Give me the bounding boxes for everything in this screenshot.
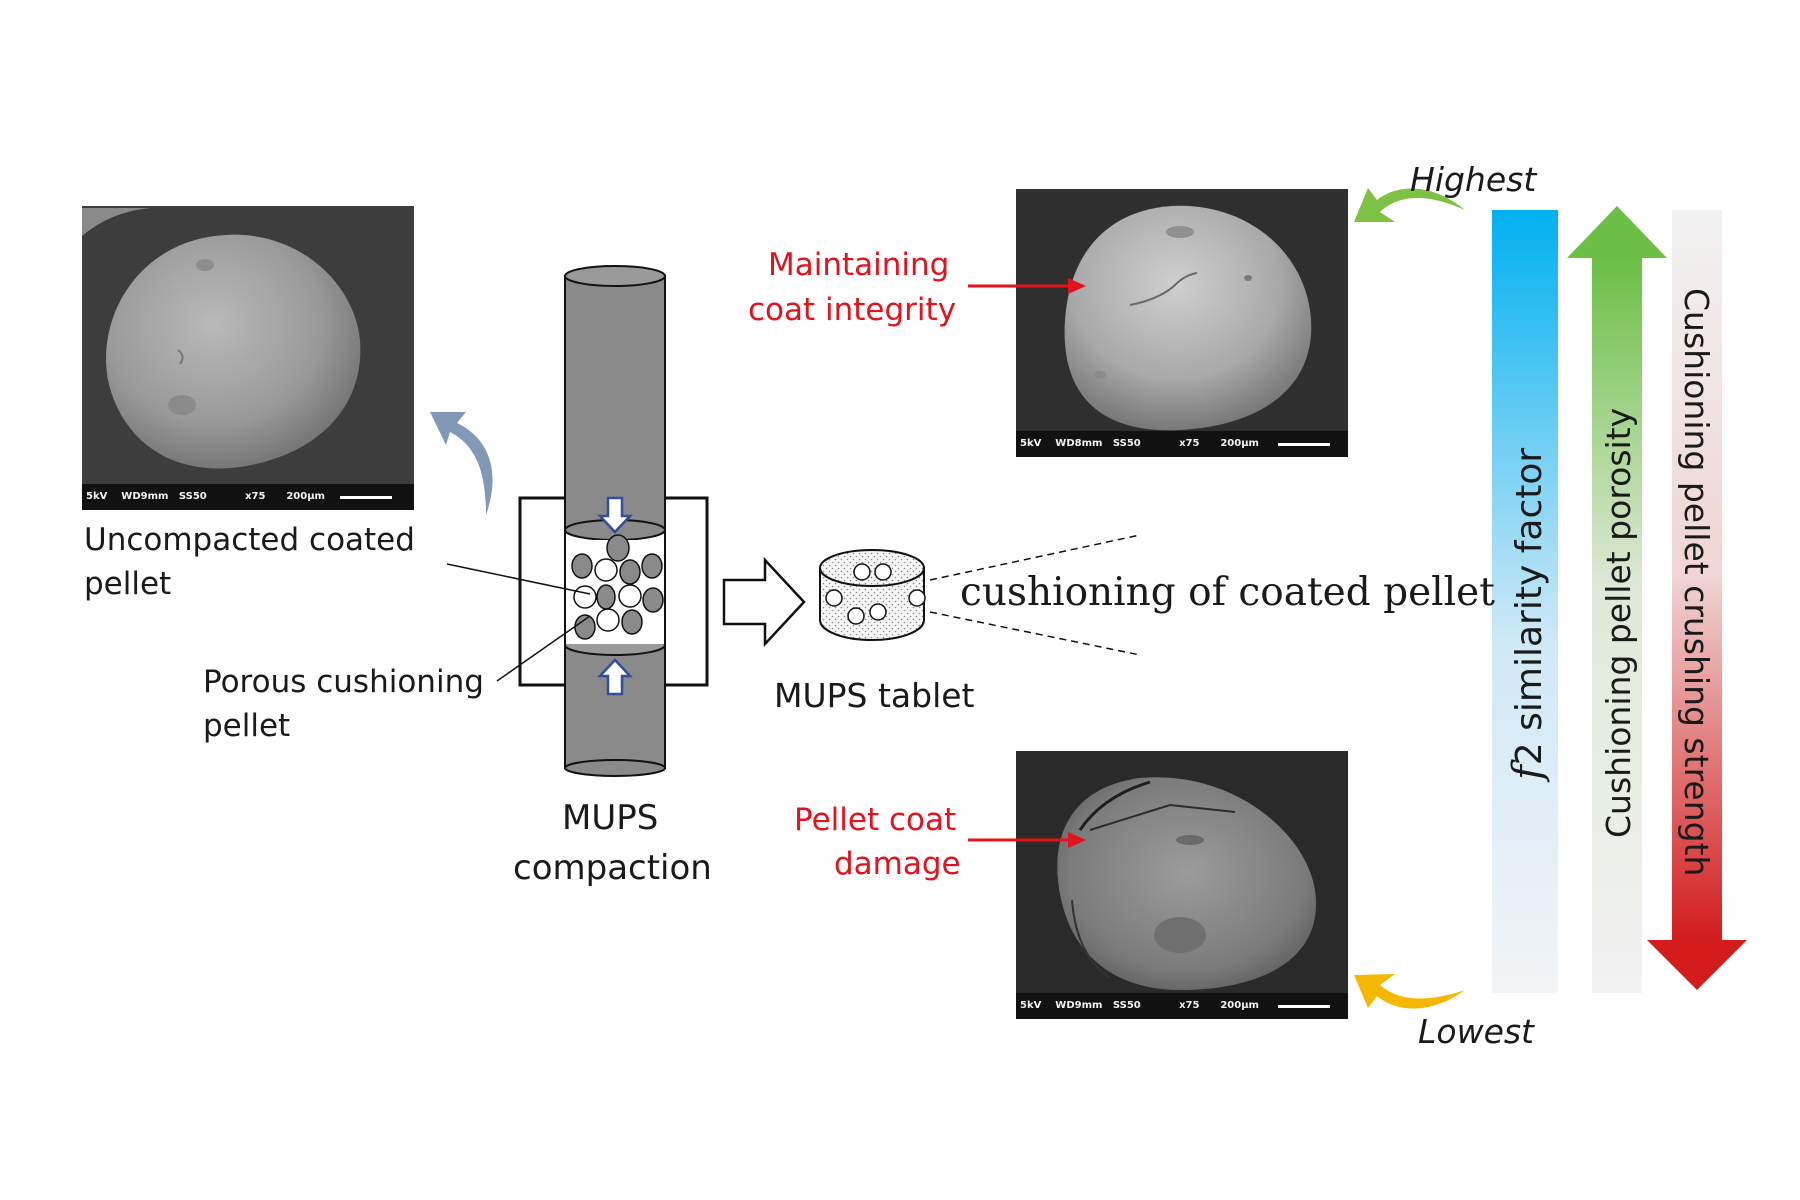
curved-arrow-blue [430,412,493,515]
sem-intact-pellet [1016,189,1348,457]
sem-bar-text: 5kV WD8mm SS50 x75 200µm [1016,431,1348,457]
label-porosity: Cushioning pellet porosity [1599,407,1638,838]
label-uncompacted-line1: Uncompacted coated [84,522,415,558]
curved-arrow-green [1354,188,1465,222]
sem-bar-text: 5kV WD9mm SS50 x75 200µm [82,484,414,510]
f2-similarity-bar [1492,210,1558,993]
sem-infobar-top-right: 5kV WD8mm SS50 x75 200µm [1016,431,1348,457]
sem-uncompacted-pellet [82,206,414,510]
sem-damaged-pellet [1016,751,1348,1019]
label-maintaining-line2: coat integrity [748,292,957,328]
crushing-arrow-head [1647,940,1747,990]
scale-bar [1278,1005,1330,1008]
label-maintaining-line1: Maintaining [768,247,950,283]
label-compaction-line2: compaction [513,848,712,888]
label-lowest: Lowest [1418,1012,1534,1051]
crushing-arrow-shaft [1672,210,1722,940]
porosity-arrow-head [1567,206,1667,258]
mups-tablet [819,534,1141,656]
f2-rest: 2 similarity factor [1509,447,1550,766]
label-mups-tablet: MUPS tablet [774,676,975,715]
label-compaction-line1: MUPS [562,798,659,838]
sem-infobar-left: 5kV WD9mm SS50 x75 200µm [82,484,414,510]
label-crushing-strength: Cushioning pellet crushing strength [1677,288,1716,877]
label-porous-line1: Porous cushioning [203,664,484,700]
label-f2-similarity: f2 similarity factor [1505,448,1551,780]
scale-bar [1278,443,1330,446]
curved-arrow-yellow [1354,974,1465,1009]
label-cushioning-coated: cushioning of coated pellet [960,570,1495,615]
label-damage-line1: Pellet coat [794,802,957,838]
process-arrow [722,556,806,648]
sem-infobar-bottom-right: 5kV WD9mm SS50 x75 200µm [1016,993,1348,1019]
compaction-die [446,265,709,777]
label-uncompacted-line2: pellet [84,566,172,602]
scale-bar [340,496,392,499]
f2-italic: f [1505,765,1551,780]
porosity-arrow-shaft [1592,258,1642,993]
red-pointer-arrows [968,278,1086,848]
label-highest: Highest [1410,160,1537,199]
sem-bar-text: 5kV WD9mm SS50 x75 200µm [1016,993,1348,1019]
label-damage-line2: damage [834,846,961,882]
label-porous-line2: pellet [203,708,291,744]
